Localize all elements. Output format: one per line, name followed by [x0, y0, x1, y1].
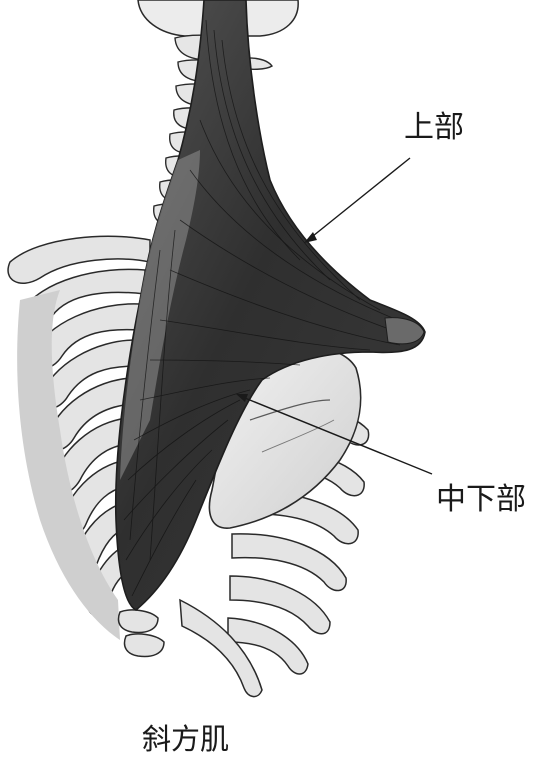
trapezius-muscle-icon	[114, 0, 426, 611]
upper-pointer-arrow-icon	[304, 157, 411, 243]
middle-lower-trapezius-label: 中下部	[436, 482, 526, 517]
figure-caption: 斜方肌	[142, 722, 230, 756]
middle-lower-pointer-arrow-icon	[236, 394, 433, 475]
upper-trapezius-label: 上部	[404, 110, 464, 145]
